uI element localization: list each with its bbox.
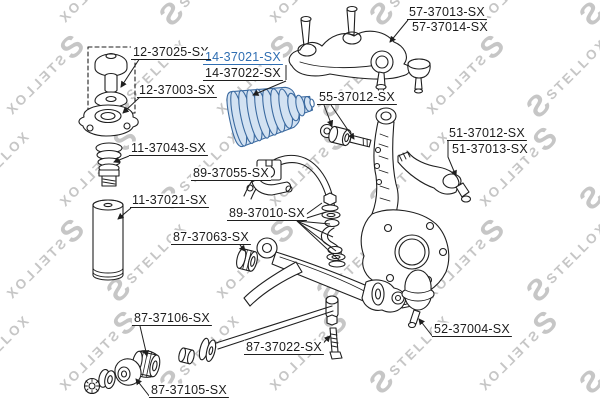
- part-label-12-37025-SX: 12-37025-SX: [133, 45, 209, 59]
- part-label-11-37021-SX: 11-37021-SX: [132, 193, 207, 207]
- part-label-89-37055-SX: 89-37055-SX: [193, 166, 269, 180]
- leader-52-37004: [418, 318, 434, 338]
- radius-rod-bushing-rear-drawing: [114, 358, 142, 386]
- steering-rack-boot-drawing[interactable]: [224, 75, 320, 148]
- label-background: [171, 230, 251, 244]
- lower-control-arm-drawing: [243, 237, 407, 313]
- leader-55-37012-a: [323, 104, 334, 127]
- label-background: [410, 20, 490, 34]
- leader-12-37003: [122, 95, 142, 114]
- label-background: [227, 206, 307, 220]
- part-labels: 12-37025-SX 12-37003-SX 14-37021-SX 14-3702…: [129, 5, 530, 398]
- label-background: [130, 193, 209, 207]
- radius-rod-drawing: [178, 305, 334, 365]
- label-background: [203, 50, 283, 64]
- tie-rod-end-drawing: [397, 150, 472, 203]
- leader-lines: [113, 19, 457, 398]
- steering-knuckle-drawing: [360, 107, 450, 309]
- label-background: [149, 383, 229, 397]
- upper-control-arm-drawing: [288, 5, 431, 99]
- part-label-87-37022-SX: 87-37022-SX: [246, 340, 322, 354]
- label-background: [407, 5, 487, 19]
- leader-12-37025: [120, 57, 141, 88]
- label-background: [131, 45, 211, 59]
- part-label-55-37012-SX: 55-37012-SX: [319, 90, 395, 104]
- label-background: [432, 322, 512, 336]
- lower-ball-joint-drawing: [401, 269, 435, 329]
- dust-cover-drawing: [92, 199, 124, 281]
- rod-washer-drawing: [98, 368, 116, 390]
- label-background: [447, 126, 527, 140]
- part-label-14-37021-SX[interactable]: 14-37021-SX: [205, 50, 281, 64]
- leader-14-37021: [252, 80, 287, 96]
- label-background: [129, 141, 208, 155]
- arm-bushing-drawing: [236, 248, 258, 272]
- part-label-89-37010-SX: 89-37010-SX: [229, 206, 305, 220]
- leader-11-37021: [117, 207, 132, 220]
- stabilizer-link-bolt-drawing: [329, 327, 343, 360]
- leader-87-37105: [135, 378, 151, 398]
- leader-87-37063: [238, 244, 246, 252]
- part-label-87-37063-SX: 87-37063-SX: [173, 230, 249, 244]
- leader-55-37012-b: [330, 104, 355, 140]
- label-background: [244, 340, 324, 354]
- bump-stop-drawing: [95, 142, 123, 187]
- part-label-51-37012-SX: 51-37012-SX: [449, 126, 525, 140]
- label-background: [191, 166, 271, 180]
- leader-57-37013: [389, 19, 409, 43]
- part-label-57-37013-SX: 57-37013-SX: [409, 5, 485, 19]
- part-label-11-37043-SX: 11-37043-SX: [131, 141, 206, 155]
- part-label-57-37014-SX: 57-37014-SX: [412, 20, 488, 34]
- label-background: [450, 142, 530, 156]
- label-background: [137, 83, 217, 97]
- leader-11-37043: [113, 155, 130, 163]
- label-background: [203, 66, 283, 80]
- part-label-87-37106-SX: 87-37106-SX: [134, 311, 210, 325]
- strut-mount-drawing: [78, 104, 139, 137]
- stabilizer-link-kit-drawing: [320, 192, 346, 326]
- tie-rod-axial-joint-drawing: [319, 123, 372, 148]
- leader-87-37106: [139, 325, 149, 357]
- strut-mount-kit-drawing: [87, 46, 136, 114]
- part-label-52-37004-SX: 52-37004-SX: [434, 322, 510, 336]
- label-background: [317, 90, 397, 104]
- label-background: [132, 311, 212, 325]
- part-label-12-37003-SX: 12-37003-SX: [139, 83, 215, 97]
- leader-51-37012: [447, 141, 457, 177]
- part-label-14-37022-SX: 14-37022-SX: [205, 66, 281, 80]
- lock-nut-drawing: [83, 377, 101, 395]
- part-label-51-37013-SX: 51-37013-SX: [452, 142, 528, 156]
- part-label-87-37105-SX: 87-37105-SX: [151, 383, 227, 397]
